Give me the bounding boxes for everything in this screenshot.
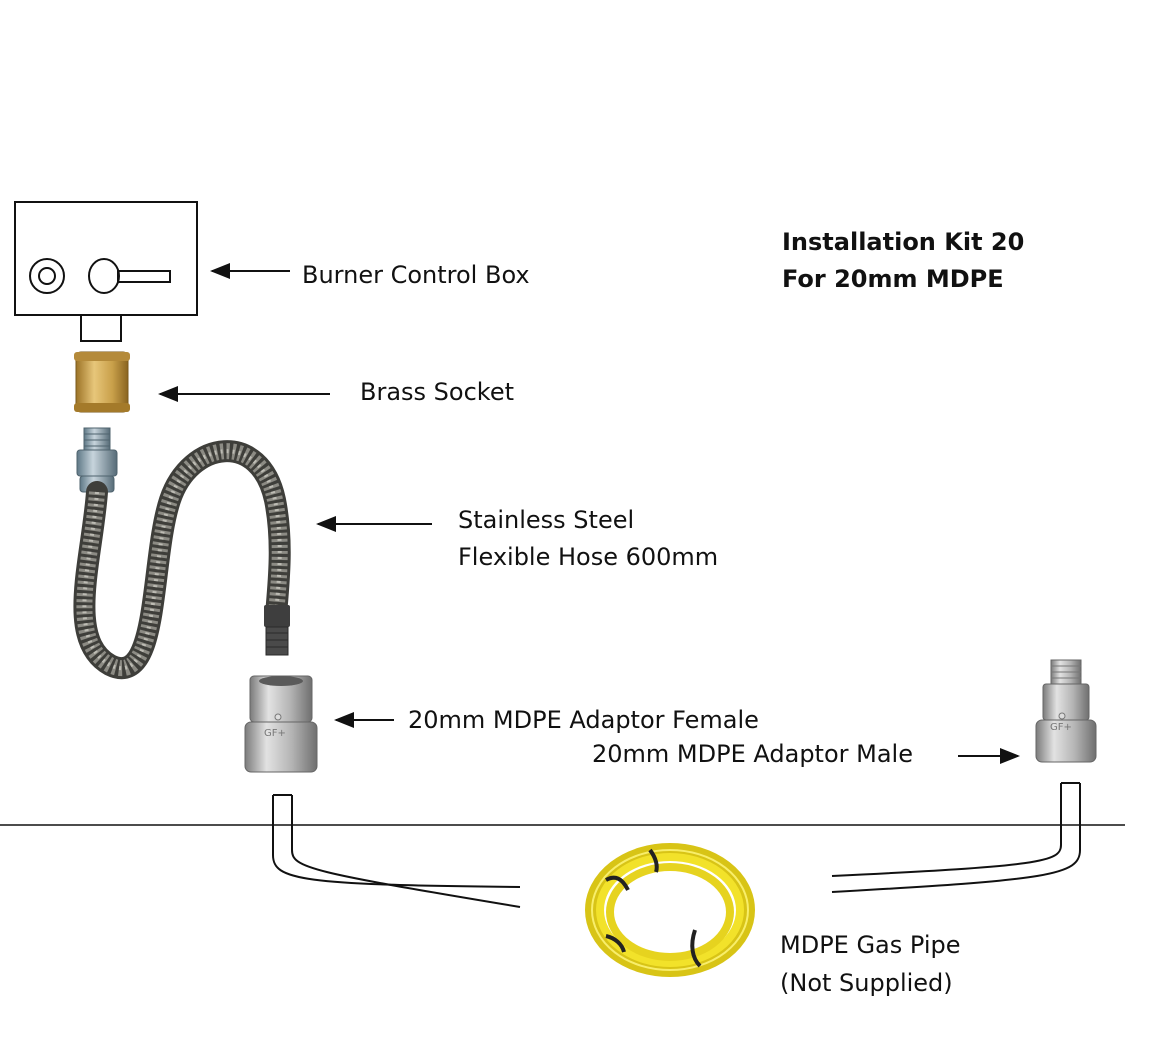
burner-control-box — [14, 201, 198, 342]
control-knob-icon — [88, 258, 171, 294]
kit-title: Installation Kit 20 — [782, 228, 1024, 256]
buried-pipe-left — [272, 794, 521, 908]
gas-pipe-label-line1: MDPE Gas Pipe — [780, 931, 961, 959]
adaptor-female: GF+ — [244, 675, 318, 773]
gas-pipe-label-line2: (Not Supplied) — [780, 969, 953, 997]
gas-pipe-coil — [585, 843, 755, 977]
buried-pipe-right — [831, 782, 1081, 893]
flexible-hose — [73, 427, 291, 679]
adaptor-male-label: 20mm MDPE Adaptor Male — [592, 740, 913, 768]
brass-socket-label: Brass Socket — [360, 378, 514, 406]
adaptor-male-marking: GF+ — [1050, 722, 1072, 733]
burner-control-box-label: Burner Control Box — [302, 261, 530, 289]
hose-label-line1: Stainless Steel — [458, 506, 634, 534]
adaptor-male: GF+ — [1035, 659, 1097, 763]
hose-label-line2: Flexible Hose 600mm — [458, 543, 718, 571]
kit-subtitle: For 20mm MDPE — [782, 265, 1004, 293]
brass-socket — [74, 351, 130, 413]
adaptor-female-marking: GF+ — [264, 728, 286, 739]
adaptor-female-label: 20mm MDPE Adaptor Female — [408, 706, 759, 734]
